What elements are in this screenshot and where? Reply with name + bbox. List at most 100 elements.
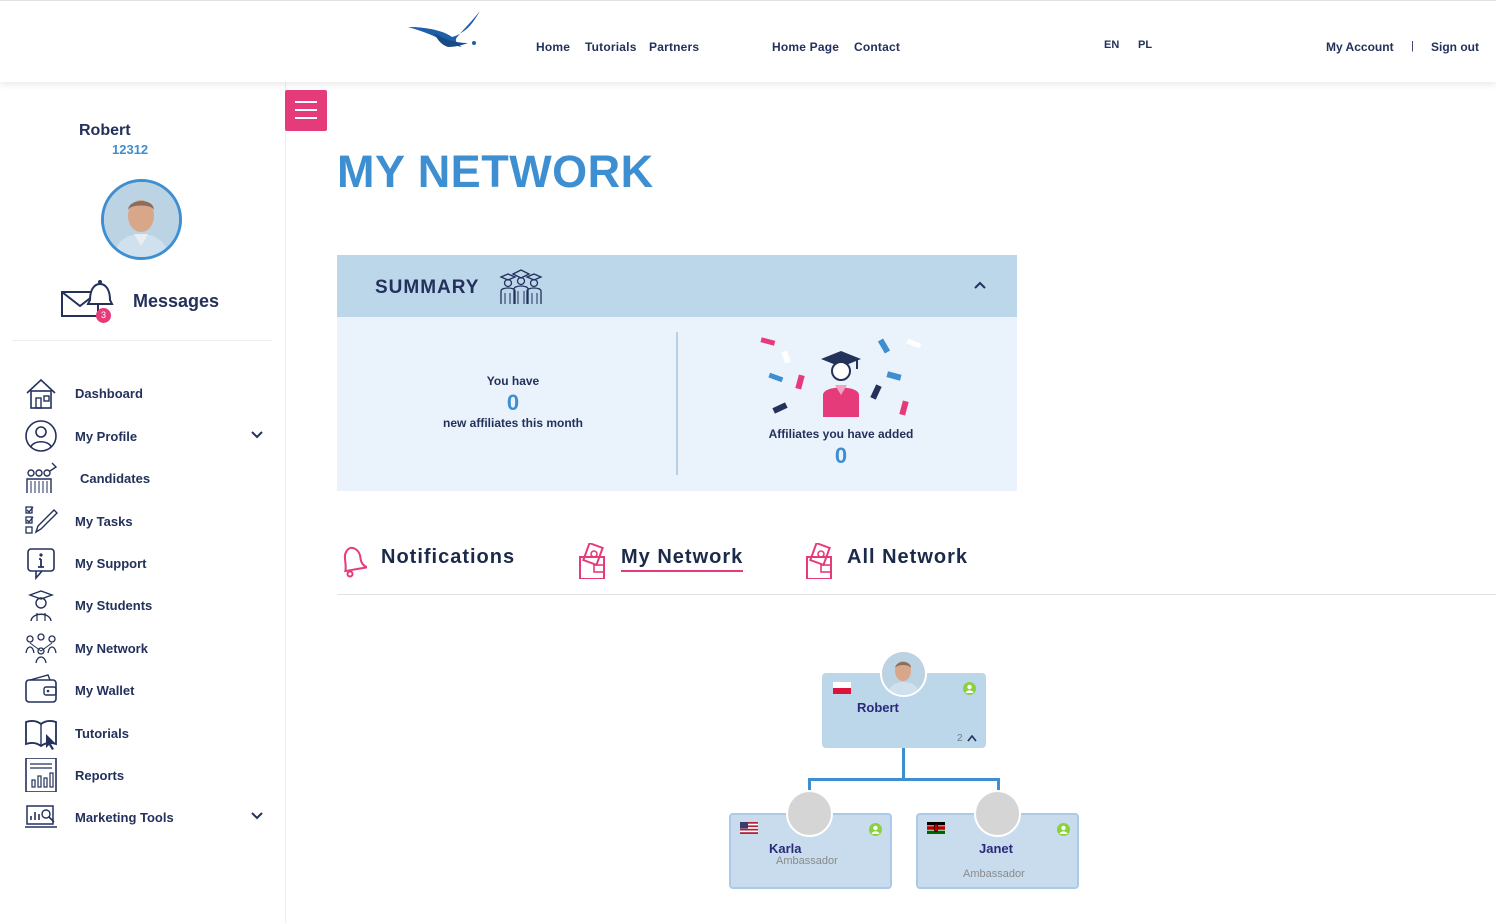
menu-toggle-button[interactable] [285,90,327,131]
tab-label: All Network [847,546,969,568]
wallet-icon [25,674,57,703]
tab-my-network[interactable]: My Network [578,541,768,581]
tab-notifications[interactable]: Notifications [337,541,537,581]
node-name: Karla [769,841,802,856]
nav-home-page-link[interactable]: Home Page [772,40,840,54]
profile-icon [25,420,57,452]
sidebar-item-reports[interactable]: Reports [0,756,286,794]
sidebar-item-label: My Profile [75,429,138,444]
children-count: 2 [957,733,963,744]
person-photo-icon [882,652,925,695]
top-navigation-bar: Home Tutorials Partners Home Page Contac… [0,0,1496,82]
sidebar-item-my-support[interactable]: My Support [0,544,286,582]
sidebar-item-label: My Wallet [75,683,135,698]
my-account-link[interactable]: My Account [1326,40,1394,54]
language-pl-link[interactable]: PL [1138,39,1153,51]
summary-divider [676,332,678,475]
affiliates-added-count: 0 [834,443,848,468]
student-icon [27,590,55,622]
summary-header[interactable]: SUMMARY [337,255,1017,317]
user-status-icon [869,823,882,836]
report-icon [25,758,57,792]
messages-link[interactable]: Messages [133,291,220,311]
money-wallet-icon [806,543,832,579]
sidebar-item-label: Reports [75,768,125,783]
sign-out-link[interactable]: Sign out [1431,40,1479,54]
chevron-down-icon[interactable] [250,811,264,821]
user-status-icon [1057,823,1070,836]
page-title: MY NETWORK [337,146,654,197]
sidebar-item-label: Marketing Tools [75,810,174,825]
root-avatar[interactable] [880,650,927,697]
kenya-flag-icon [927,822,945,834]
hamburger-bar [295,117,317,119]
person-photo-icon [104,182,179,257]
node-role: Ambassador [776,855,838,867]
tree-connector [808,778,1000,781]
user-id: 12312 [112,142,149,157]
tree-node-child[interactable]: Janet Ambassador [916,813,1079,889]
sidebar-item-label: My Tasks [75,514,133,529]
account-separator: | [1411,40,1414,52]
graduate-confetti-icon [760,337,922,417]
sidebar-item-label: Tutorials [75,726,129,741]
new-affiliates-prefix: You have [486,374,540,388]
home-icon [26,378,56,409]
new-affiliates-count: 0 [506,390,520,415]
candidates-icon [26,462,58,493]
sidebar-item-my-profile[interactable]: My Profile [0,417,286,455]
sidebar-item-my-students[interactable]: My Students [0,586,286,624]
sidebar-divider [12,340,272,341]
nav-partners-link[interactable]: Partners [649,40,700,54]
sidebar-item-label: My Network [75,641,148,656]
group-graduates-icon [499,269,543,304]
affiliates-added-label: Affiliates you have added [768,427,914,441]
sidebar-item-my-tasks[interactable]: My Tasks [0,502,286,540]
tree-connector [997,778,1000,792]
nav-home-link[interactable]: Home [536,40,571,54]
sidebar-item-label: My Students [75,598,153,613]
tab-label: My Network [621,546,744,572]
sidebar-item-marketing-tools[interactable]: Marketing Tools [0,798,286,836]
sidebar-item-candidates[interactable]: Candidates [0,459,286,497]
poland-flag-icon [833,682,851,694]
tab-label: Notifications [381,546,516,568]
sidebar-item-tutorials[interactable]: Tutorials [0,714,286,752]
sidebar-item-my-network[interactable]: My Network [0,629,286,667]
node-role: Ambassador [963,868,1025,880]
nav-contact-link[interactable]: Contact [854,40,901,54]
tree-connector [808,778,811,792]
language-en-link[interactable]: EN [1104,39,1120,51]
sidebar-item-label: Candidates [80,471,151,486]
node-name: Robert [857,700,899,715]
tabs-divider [337,594,1496,595]
chevron-down-icon[interactable] [250,430,264,440]
summary-body: You have 0 new affiliates this month Aff… [337,317,1017,491]
sidebar-item-label: My Support [75,556,147,571]
tab-all-network[interactable]: All Network [805,541,995,581]
tasks-icon [25,506,58,534]
support-info-icon [27,548,55,580]
usa-flag-icon [740,822,758,834]
bell-icon [343,546,367,578]
chevron-up-icon[interactable] [973,280,987,290]
sidebar-item-dashboard[interactable]: Dashboard [0,374,286,412]
sidebar: Robert 12312 3 Messages Dashboard [0,82,286,923]
eagle-logo-icon[interactable] [404,9,484,51]
marketing-icon [25,805,57,828]
hamburger-bar [295,101,317,103]
child-avatar-placeholder[interactable] [974,790,1021,837]
envelope-bell-icon[interactable] [60,278,114,322]
hamburger-bar [295,109,317,111]
nav-tutorials-link[interactable]: Tutorials [585,40,637,54]
money-wallet-icon [579,543,605,579]
user-name: Robert [79,122,131,139]
tree-connector [902,748,905,779]
child-avatar-placeholder[interactable] [786,790,833,837]
chevron-up-icon[interactable] [967,734,977,742]
summary-title: SUMMARY [375,277,480,298]
sidebar-item-my-wallet[interactable]: My Wallet [0,671,286,709]
book-icon [25,720,57,750]
user-avatar[interactable] [101,179,182,260]
node-name: Janet [979,841,1013,856]
